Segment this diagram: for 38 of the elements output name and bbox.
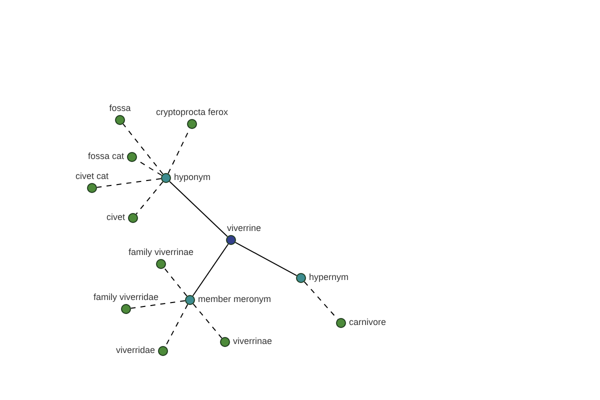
- circle-node: [336, 318, 346, 328]
- node-label: member meronym: [198, 294, 272, 305]
- dashed-line: [164, 267, 188, 297]
- line: [234, 242, 298, 276]
- node-label: cryptoprocta ferox: [156, 107, 228, 118]
- node-label: civet cat: [76, 171, 108, 182]
- node-label: carnivore: [349, 317, 386, 328]
- dashed-line: [164, 304, 188, 348]
- line: [192, 244, 229, 296]
- dashed-line: [192, 303, 222, 339]
- circle-node: [226, 235, 236, 245]
- node-label: family viverrinae: [128, 247, 194, 258]
- node-label: hyponym: [174, 172, 211, 183]
- circle-node: [220, 337, 230, 347]
- dashed-line: [136, 181, 164, 215]
- circle-node: [296, 273, 306, 283]
- circle-node: [187, 119, 197, 129]
- circle-node: [87, 183, 97, 193]
- circle-node: [115, 115, 125, 125]
- dashed-line: [122, 123, 164, 175]
- node-label: family viverridae: [93, 292, 159, 303]
- dashed-line: [96, 178, 162, 188]
- circle-node: [161, 173, 171, 183]
- node-label: fossa cat: [88, 151, 124, 162]
- node-label: viverrine: [227, 223, 262, 234]
- circle-node: [158, 346, 168, 356]
- node-label: hypernym: [309, 272, 349, 283]
- node-label: viverridae: [116, 345, 155, 356]
- circle-node: [127, 152, 137, 162]
- node-label: viverrinae: [233, 336, 272, 347]
- node-label: civet: [106, 212, 125, 223]
- circle-node: [128, 213, 138, 223]
- node-label: fossa: [109, 103, 131, 114]
- circle-node: [121, 304, 131, 314]
- circle-node: [156, 259, 166, 269]
- line: [169, 180, 228, 238]
- dashed-line: [130, 300, 186, 309]
- circle-node: [185, 295, 195, 305]
